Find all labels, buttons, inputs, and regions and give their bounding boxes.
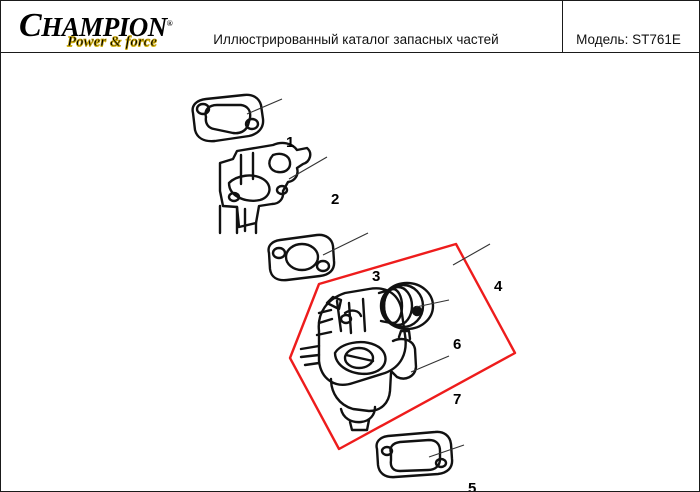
- callout-number-3: 3: [372, 268, 381, 285]
- callout-number-1: 1: [286, 134, 295, 151]
- callout-number-7: 7: [453, 391, 462, 408]
- champion-logo: CHAMPION® Power & force: [19, 7, 184, 50]
- part-5-carburetor-gasket-lower: [375, 430, 454, 479]
- leader-2: [288, 156, 328, 180]
- leader-5: [428, 444, 465, 458]
- page-header: CHAMPION® Power & force Иллюстрированный…: [1, 1, 699, 52]
- exploded-parts-diagram: 1 2 3 4 5 6 7: [1, 53, 699, 491]
- callout-number-2: 2: [331, 191, 340, 208]
- highlight-polygon: [288, 242, 517, 451]
- logo-wordmark-text: CHAMPION: [19, 7, 167, 44]
- registered-trademark-icon: ®: [166, 19, 173, 28]
- diagram-canvas: [191, 93, 517, 479]
- leader-1: [246, 98, 283, 115]
- leader-6: [415, 299, 450, 308]
- part-3-carburetor-gasket-upper: [267, 233, 336, 282]
- page-title: Иллюстрированный каталог запасных частей: [213, 32, 499, 47]
- leader-4: [452, 243, 491, 266]
- header-divider: [562, 1, 563, 52]
- part-2-intake-manifold: [218, 141, 312, 235]
- model-label: Модель: ST761E: [576, 32, 681, 47]
- header-rule: [1, 52, 699, 53]
- logo-tagline: Power & force: [67, 34, 158, 50]
- leader-lines: [246, 98, 491, 458]
- callout-number-6: 6: [453, 336, 462, 353]
- logo-wordmark: CHAMPION®: [19, 7, 173, 44]
- callout-number-5: 5: [468, 480, 477, 492]
- part-1-intake-gasket: [191, 93, 265, 143]
- leader-7: [410, 355, 450, 373]
- leader-3: [322, 232, 369, 256]
- callout-number-4: 4: [494, 278, 503, 295]
